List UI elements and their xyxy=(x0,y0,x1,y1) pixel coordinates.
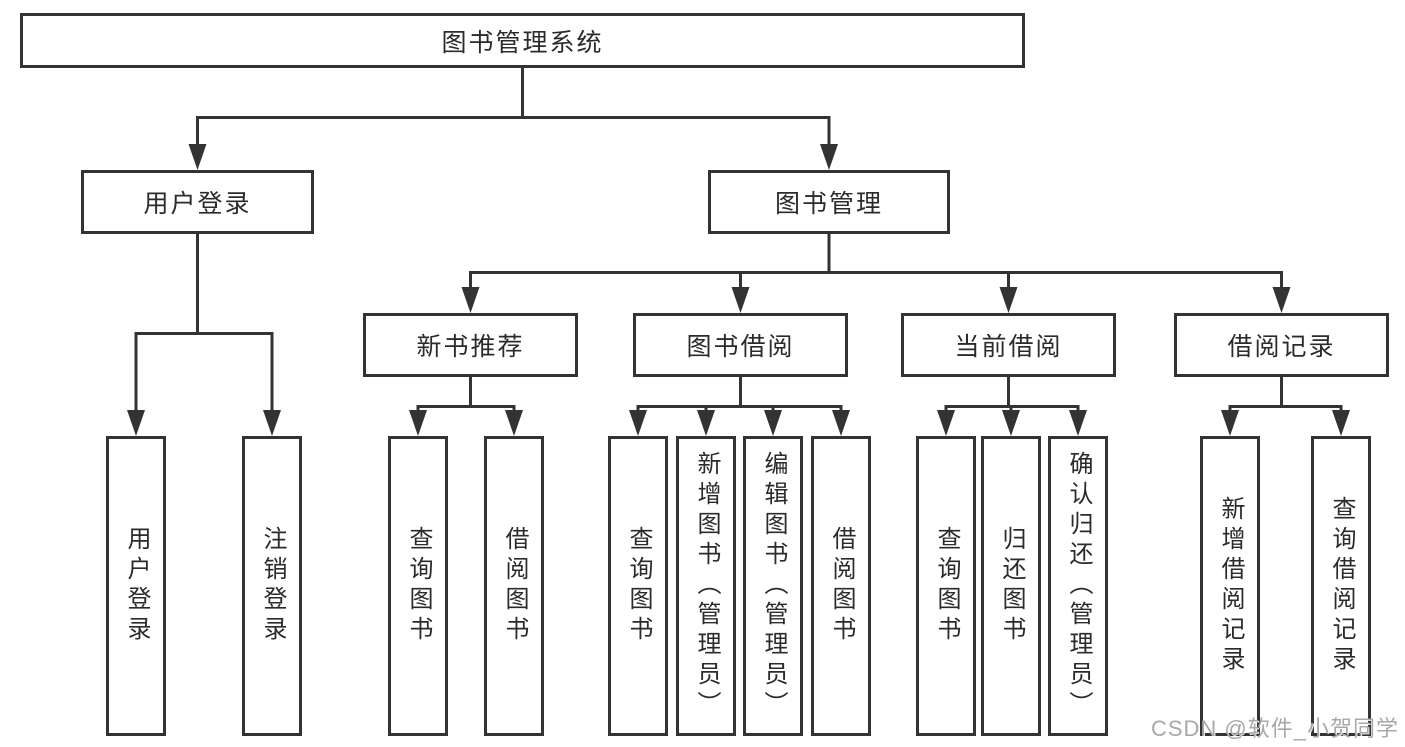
leaf-query-books: 查询图书 xyxy=(916,436,976,736)
leaf-confirm-return-admin: 确认归还（管理员） xyxy=(1048,436,1108,736)
node-book-management: 图书管理 xyxy=(708,170,950,234)
arrowhead xyxy=(1332,410,1350,436)
connector-user-login-children xyxy=(134,234,274,413)
arrowhead xyxy=(461,287,480,313)
connector-book-management-children xyxy=(469,234,1283,290)
node-label: 新增借阅记录 xyxy=(1217,496,1244,676)
arrowhead xyxy=(127,410,145,436)
connector-book-borrow-children xyxy=(636,377,843,413)
arrowhead xyxy=(1002,410,1020,436)
leaf-return-books: 归还图书 xyxy=(981,436,1041,736)
connector-borrow-records-children xyxy=(1228,377,1343,413)
arrowhead xyxy=(1069,410,1087,436)
node-label: 新书推荐 xyxy=(416,333,525,361)
arrowhead xyxy=(832,410,850,436)
node-label: 确认归还（管理员） xyxy=(1065,451,1092,721)
node-label: 借阅图书 xyxy=(501,526,528,646)
node-label: 注销登录 xyxy=(259,526,286,646)
node-current-borrowing: 当前借阅 xyxy=(901,313,1116,377)
node-label: 查询借阅记录 xyxy=(1328,496,1355,676)
arrowhead xyxy=(1221,410,1239,436)
leaf-query-borrow-record: 查询借阅记录 xyxy=(1311,436,1371,736)
arrowhead xyxy=(731,287,750,313)
arrowhead xyxy=(820,144,838,170)
connector-new-book-children xyxy=(416,377,516,413)
node-label: 归还图书 xyxy=(998,526,1025,646)
node-label: 用户登录 xyxy=(123,526,150,646)
arrowhead xyxy=(937,410,955,436)
arrowhead xyxy=(188,144,207,170)
leaf-borrow-books: 借阅图书 xyxy=(484,436,544,736)
connector-root-to-level2 xyxy=(196,68,831,147)
watermark-text: CSDN @软件_小贺同学 xyxy=(1150,716,1399,741)
node-label: 当前借阅 xyxy=(954,333,1063,361)
leaf-add-book-admin: 新增图书（管理员） xyxy=(676,436,736,736)
node-label: 图书借阅 xyxy=(686,333,795,361)
leaf-edit-book-admin: 编辑图书（管理员） xyxy=(743,436,803,736)
node-label: 新增图书（管理员） xyxy=(693,451,720,721)
leaf-borrow-books: 借阅图书 xyxy=(811,436,871,736)
arrowhead xyxy=(629,410,647,436)
node-label: 图书管理系统 xyxy=(441,28,604,57)
arrowhead xyxy=(409,410,427,436)
leaf-add-borrow-record: 新增借阅记录 xyxy=(1200,436,1260,736)
node-label: 用户登录 xyxy=(143,190,252,218)
node-label: 借阅图书 xyxy=(828,526,855,646)
leaf-user-login: 用户登录 xyxy=(106,436,166,736)
node-user-login: 用户登录 xyxy=(81,170,314,234)
leaf-logout-login: 注销登录 xyxy=(242,436,302,736)
arrowhead xyxy=(263,410,281,436)
arrowhead xyxy=(1272,287,1291,313)
node-label: 图书管理 xyxy=(774,190,883,218)
node-label: 查询图书 xyxy=(405,526,432,646)
arrowhead xyxy=(697,410,715,436)
node-label: 查询图书 xyxy=(625,526,652,646)
node-book-borrowing: 图书借阅 xyxy=(633,313,848,377)
node-label: 编辑图书（管理员） xyxy=(760,451,787,721)
node-label: 查询图书 xyxy=(933,526,960,646)
node-library-system: 图书管理系统 xyxy=(20,13,1025,68)
leaf-query-books: 查询图书 xyxy=(608,436,668,736)
node-borrowing-records: 借阅记录 xyxy=(1174,313,1389,377)
arrowhead xyxy=(764,410,782,436)
node-new-book-recommendation: 新书推荐 xyxy=(363,313,578,377)
node-label: 借阅记录 xyxy=(1227,333,1336,361)
arrowhead xyxy=(999,287,1018,313)
leaf-query-books: 查询图书 xyxy=(388,436,448,736)
arrowhead xyxy=(505,410,523,436)
connector-current-borrow-children xyxy=(944,377,1080,413)
